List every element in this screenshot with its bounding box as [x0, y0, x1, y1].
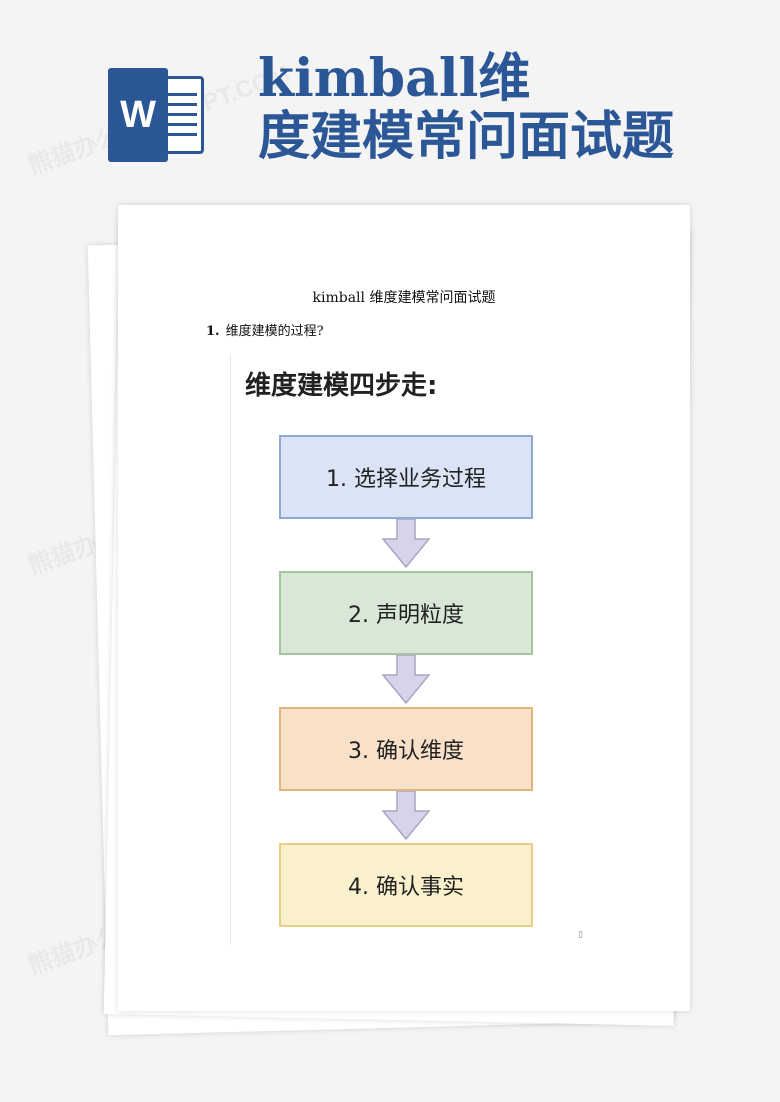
banner-title-line1: kimball维 — [258, 48, 531, 109]
process-flow-figure: 维度建模四步走: 1. 选择业务过程 2. 声明粒度 3. 确认维度 4. 确认… — [230, 355, 661, 945]
banner-title: kimball维 度建模常问面试题 — [258, 50, 674, 166]
step-declare-grain: 2. 声明粒度 — [279, 571, 533, 655]
document-page: kimball 维度建模常问面试题 1. 维度建模的过程? 维度建模四步走: 1.… — [118, 205, 690, 1011]
document-title: kimball 维度建模常问面试题 — [312, 290, 496, 306]
question-heading: 1. 维度建模的过程? — [206, 320, 324, 339]
down-arrow-icon — [381, 791, 431, 841]
question-number: 1. — [206, 324, 220, 339]
step-identify-facts: 4. 确认事实 — [279, 843, 533, 927]
question-text: 维度建模的过程? — [225, 324, 324, 339]
word-logo-letter: W — [108, 68, 168, 162]
down-arrow-icon — [381, 519, 431, 569]
step-identify-dimensions: 3. 确认维度 — [279, 707, 533, 791]
down-arrow-icon — [381, 655, 431, 705]
figure-title: 维度建模四步走: — [245, 371, 438, 401]
banner-title-line2: 度建模常问面试题 — [258, 106, 675, 167]
step-select-business-process: 1. 选择业务过程 — [279, 435, 533, 519]
word-document-icon: W — [108, 68, 208, 162]
page-marker: ▯ — [578, 930, 583, 940]
